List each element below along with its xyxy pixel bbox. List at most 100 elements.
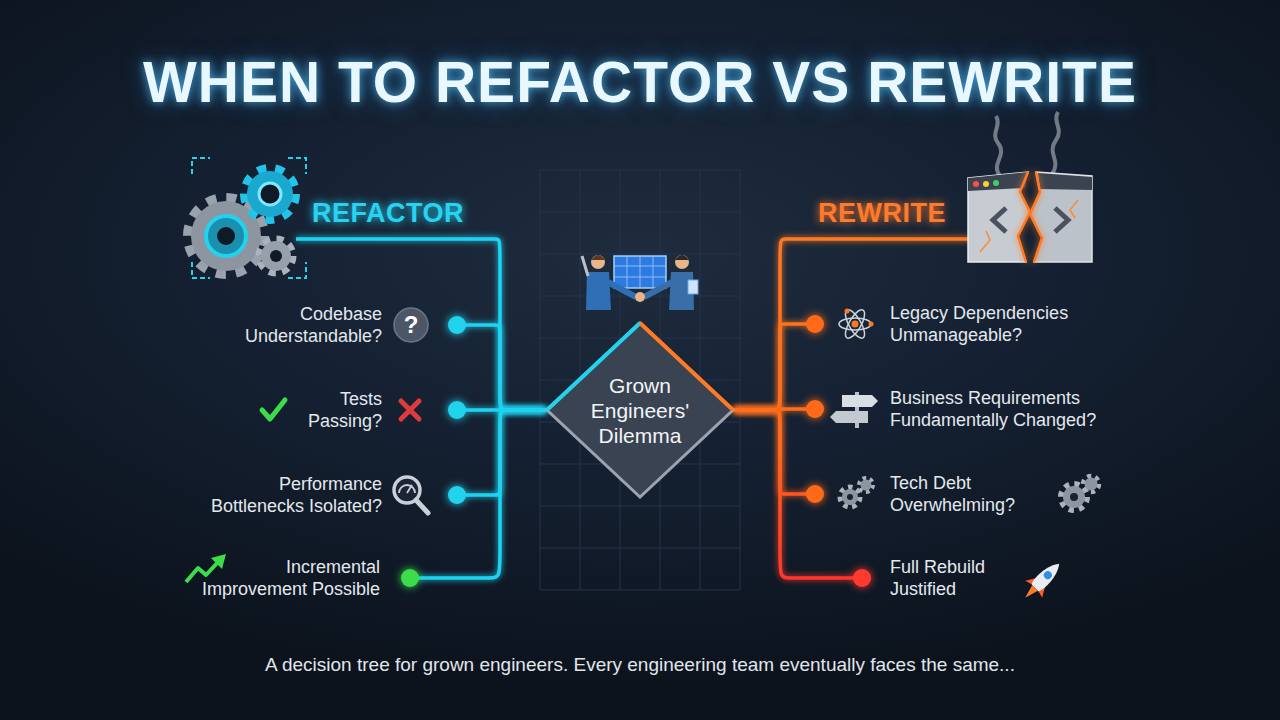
gear-teeth: [259, 239, 293, 273]
background-grid: [540, 170, 740, 590]
person-hair: [675, 255, 689, 260]
person-head: [675, 255, 689, 269]
branch-connector: [735, 410, 853, 578]
tablet: [688, 280, 698, 294]
broken-code-icon: [968, 112, 1092, 262]
person-arm: [644, 281, 674, 297]
person-hair: [591, 255, 605, 260]
cross-icon: [401, 401, 419, 419]
gear-body: [861, 480, 872, 491]
crack: [980, 200, 1078, 252]
growth-arrow-icon: [186, 554, 226, 582]
text-wrap: Full Rebuild Justified: [890, 556, 1005, 600]
gear-ring: [206, 216, 246, 256]
magnifier-icon: [394, 477, 428, 513]
gear-body: [1085, 478, 1098, 491]
blueprint-grid: [614, 256, 666, 288]
signpost-board: [830, 411, 868, 423]
orbit: [842, 307, 868, 341]
text-wrap: Performance Bottlenecks Isolated?: [192, 473, 382, 517]
person-arm: [606, 281, 636, 297]
window-bar: [1038, 173, 1092, 190]
text-wrap: Business Requirements Fundamentally Chan…: [890, 387, 1105, 431]
branch-dot: [806, 315, 824, 333]
gear-body: [261, 241, 291, 271]
check-icon: [262, 400, 285, 419]
criterion-text: Codebase Understandable?: [217, 303, 382, 347]
category-header: REWRITE: [818, 195, 963, 240]
branch-connector: [466, 325, 545, 410]
criterion-item: Codebase Understandable?: [150, 297, 466, 353]
blueprint: [614, 256, 666, 288]
decision-diamond: Grown Engineers' Dilemma: [545, 321, 735, 499]
gear-hub: [259, 183, 281, 205]
gear-teeth: [1083, 476, 1099, 492]
gear-teeth: [1061, 484, 1087, 510]
window-bar: [968, 172, 1028, 191]
signpost-board: [842, 395, 878, 407]
gear-body: [842, 489, 858, 505]
criterion-text: Tech Debt Overwhelming?: [890, 472, 1020, 516]
rocket-icon: [1017, 555, 1068, 606]
gauge-arc: [399, 485, 415, 493]
criterion-item: Incremental Improvement Possible: [120, 550, 419, 606]
crack: [1018, 172, 1030, 262]
branch-connector: [419, 410, 545, 578]
branch-connector: [466, 410, 545, 495]
criterion-item: Business Requirements Fundamentally Chan…: [806, 381, 1126, 437]
wrench: [582, 256, 588, 276]
branch-dot: [401, 569, 419, 587]
dependency-icon: [839, 307, 874, 341]
orbit-core: [852, 321, 859, 328]
small-gears-icon: [840, 478, 873, 507]
gears-icon: [1061, 476, 1099, 510]
branch-dot: [448, 316, 466, 334]
criterion-text: Performance Bottlenecks Isolated?: [192, 473, 382, 517]
criterion-text: Tests Passing?: [302, 388, 382, 432]
growth-head: [211, 554, 226, 569]
criterion-text: Incremental Improvement Possible: [185, 556, 380, 600]
criterion-item: Performance Bottlenecks Isolated?: [150, 467, 466, 523]
smoke: [995, 116, 1001, 176]
gear-body: [247, 171, 293, 217]
criterion-item: Legacy Dependencies Unmanageable?: [806, 296, 1126, 352]
growth-line: [186, 561, 219, 582]
text-wrap: REFACTOR: [312, 195, 464, 231]
diagram-title: WHEN TO REFACTOR VS REWRITE: [0, 46, 1280, 118]
branch-dot: [448, 486, 466, 504]
diamond-edge: [640, 323, 733, 410]
code-bracket: [1055, 208, 1068, 232]
branch-dot: [806, 400, 824, 418]
crack: [1030, 172, 1042, 262]
branch-dot: [448, 401, 466, 419]
category-header: REFACTOR: [312, 195, 470, 240]
text-wrap: Tests Passing?: [302, 388, 382, 432]
code-slab: [968, 172, 1030, 262]
orbit: [839, 318, 871, 330]
criterion-item: Tech Debt Overwhelming?: [806, 466, 1126, 522]
criterion-text: Business Requirements Fundamentally Chan…: [890, 387, 1105, 431]
gears-icon: [188, 158, 306, 278]
diamond-edge: [547, 323, 640, 410]
text-wrap: Codebase Understandable?: [217, 303, 382, 347]
header-line: [818, 237, 984, 241]
signpost-icon: [830, 392, 878, 428]
branch-dot: [853, 569, 871, 587]
handshake-illustration: [582, 255, 698, 310]
branch-dot: [806, 485, 824, 503]
diamond-outline: [547, 323, 733, 497]
header-text: REFACTOR: [312, 195, 464, 231]
smoke: [1052, 112, 1059, 174]
criterion-text: Legacy Dependencies Unmanageable?: [890, 302, 1075, 346]
text-wrap: Legacy Dependencies Unmanageable?: [890, 302, 1075, 346]
code-slab: [1030, 172, 1092, 262]
header-text: REWRITE: [818, 195, 946, 231]
window-dot: [983, 181, 989, 187]
gear-teeth: [244, 168, 296, 220]
window-dot: [973, 181, 979, 187]
gear-body: [1063, 486, 1085, 508]
diagram-caption: A decision tree for grown engineers. Eve…: [0, 652, 1280, 678]
branch-connector: [735, 324, 806, 410]
code-bracket: [993, 208, 1006, 232]
question-mark: ?: [394, 308, 428, 342]
